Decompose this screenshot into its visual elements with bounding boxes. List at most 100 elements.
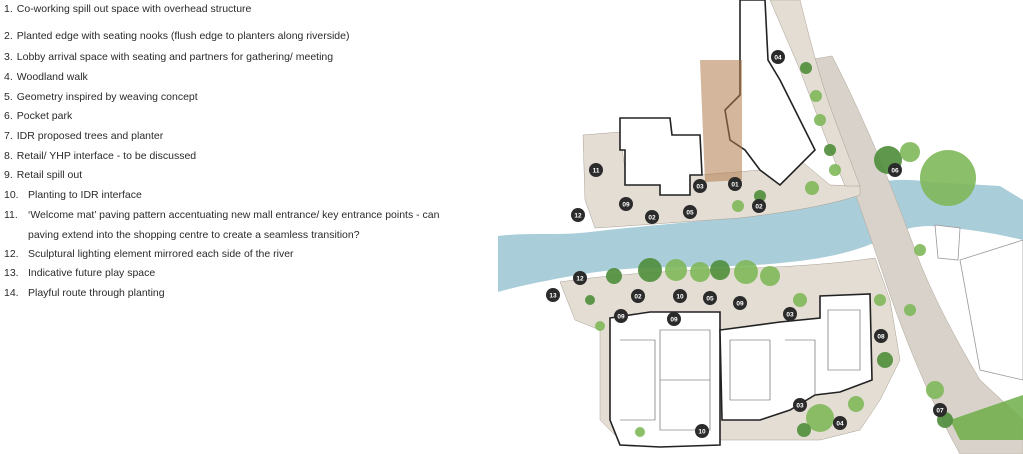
tree (732, 200, 744, 212)
building-east (959, 239, 1023, 381)
tree (806, 404, 834, 432)
building-south-internal-lines (620, 309, 861, 431)
marker-circle (693, 179, 707, 193)
legend-item-number: 14. (4, 287, 19, 299)
marker-08: 08 (874, 329, 888, 343)
marker-label: 06 (891, 167, 899, 174)
marker-circle (793, 398, 807, 412)
trees (585, 62, 976, 437)
marker-circle (573, 271, 587, 285)
marker-11: 11 (589, 163, 603, 177)
legend-item: 14.Playful route through planting (4, 287, 165, 300)
marker-circle (667, 312, 681, 326)
legend-item-text: Sculptural lighting element mirrored eac… (28, 248, 294, 260)
marker-circle (571, 208, 585, 222)
tree (665, 259, 687, 281)
tree (635, 427, 645, 437)
tree (797, 423, 811, 437)
marker-circle (589, 163, 603, 177)
marker-07: 07 (933, 403, 947, 417)
legend-item-number: 9. (4, 169, 13, 181)
marker-circle (703, 291, 717, 305)
legend-item: 2.Planted edge with seating nooks (flush… (4, 30, 349, 43)
marker-09: 09 (733, 296, 747, 310)
tree (800, 62, 812, 74)
marker-circle (752, 199, 766, 213)
tree (595, 321, 605, 331)
marker-09: 09 (619, 197, 633, 211)
legend-item: 6.Pocket park (4, 110, 72, 123)
courtyard-garden (700, 60, 742, 182)
legend-item-text: Indicative future play space (28, 267, 156, 279)
building-south-east (719, 293, 873, 421)
marker-circle (673, 289, 687, 303)
tree (877, 352, 893, 368)
legend-item-number: 6. (4, 110, 13, 122)
marker-label: 02 (634, 293, 642, 300)
marker-label: 10 (676, 293, 684, 300)
marker-circle (783, 307, 797, 321)
legend-item-number: 7. (4, 130, 13, 142)
marker-label: 07 (936, 407, 944, 414)
legend-item-text: Planted edge with seating nooks (flush e… (16, 30, 350, 42)
legend-item-text: Retail/ YHP interface - to be discussed (16, 150, 197, 162)
marker-label: 03 (696, 183, 704, 190)
legend-item-number: 8. (4, 150, 13, 162)
river (498, 186, 880, 292)
marker-10: 10 (673, 289, 687, 303)
tree (914, 244, 926, 256)
marker-label: 11 (593, 167, 600, 174)
marker-label: 13 (549, 292, 557, 299)
legend-item-text: Geometry inspired by weaving concept (16, 91, 198, 103)
marker-05: 05 (703, 291, 717, 305)
marker-label: 05 (686, 209, 694, 216)
marker-circle (771, 50, 785, 64)
tree (900, 142, 920, 162)
marker-label: 09 (617, 313, 625, 320)
marker-02: 02 (631, 289, 645, 303)
tree (760, 266, 780, 286)
marker-10: 10 (695, 424, 709, 438)
marker-09: 09 (614, 309, 628, 323)
legend-item: 4.Woodland walk (4, 71, 88, 84)
legend-item: 7.IDR proposed trees and planter (4, 130, 163, 143)
marker-label: 02 (648, 214, 656, 221)
marker-02: 02 (752, 199, 766, 213)
tree (874, 294, 886, 306)
legend-item-number: 13. (4, 267, 19, 279)
legend-item-text: IDR proposed trees and planter (16, 130, 164, 142)
marker-09: 09 (667, 312, 681, 326)
marker-12: 12 (571, 208, 585, 222)
marker-circle (833, 416, 847, 430)
marker-label: 12 (576, 275, 584, 282)
legend-item: 1.Co-working spill out space with overhe… (4, 3, 251, 16)
tree (805, 181, 819, 195)
tree (754, 190, 766, 202)
tree (904, 304, 916, 316)
building-south-west (609, 311, 721, 448)
legend-item-number: 12. (4, 248, 19, 260)
marker-circle (728, 177, 742, 191)
legend-item-number: 3. (4, 51, 13, 63)
legend-item: 8.Retail/ YHP interface - to be discusse… (4, 150, 196, 163)
marker-02: 02 (645, 210, 659, 224)
marker-label: 04 (836, 420, 844, 427)
marker-06: 06 (888, 163, 902, 177)
marker-circle (614, 309, 628, 323)
tree (638, 258, 662, 282)
tree (824, 144, 836, 156)
legend-item: 11.‘Welcome mat’ paving pattern accentua… (4, 209, 439, 222)
legend-item: 9.Retail spill out (4, 169, 82, 182)
marker-circle (874, 329, 888, 343)
legend-item-text: Co-working spill out space with overhead… (16, 3, 252, 15)
marker-12: 12 (573, 271, 587, 285)
legend-item: 3.Lobby arrival space with seating and p… (4, 51, 333, 64)
building-east-small (934, 224, 961, 261)
marker-label: 12 (574, 212, 582, 219)
marker-circle (619, 197, 633, 211)
marker-label: 05 (706, 295, 714, 302)
marker-label: 02 (755, 203, 763, 210)
legend-item-text: Planting to IDR interface (28, 189, 142, 201)
